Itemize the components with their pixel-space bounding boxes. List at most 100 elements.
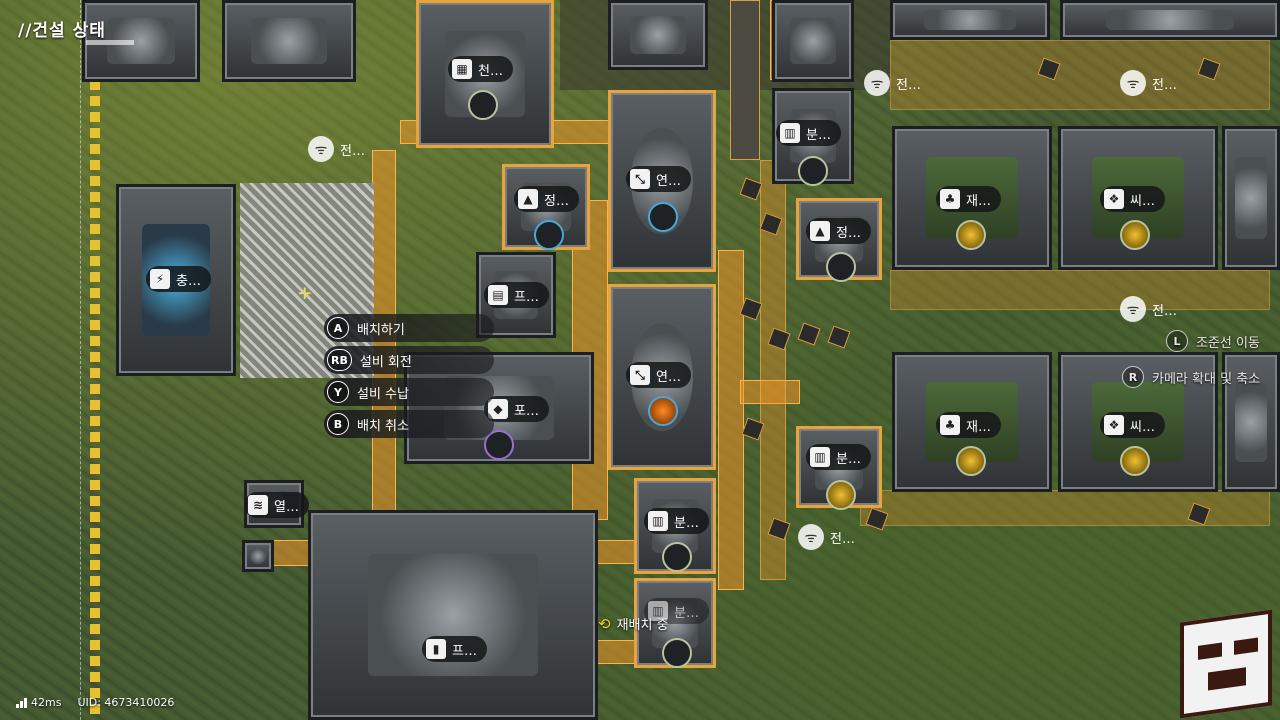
machine-label: ▥ 분… bbox=[776, 120, 841, 146]
relay-tower[interactable]: ᯤ 전… bbox=[798, 524, 855, 550]
heater-icon: ≋ bbox=[248, 495, 268, 515]
signal-bars-icon bbox=[16, 697, 27, 708]
relocate-icon: ⟲ bbox=[598, 614, 611, 633]
refiner-icon: ▲ bbox=[810, 221, 830, 241]
item-slot[interactable] bbox=[956, 446, 986, 476]
machine-label: ◆ 포… bbox=[484, 396, 549, 422]
conveyor-belt[interactable] bbox=[596, 540, 636, 564]
conveyor-belt[interactable] bbox=[718, 250, 744, 590]
seed-icon: ❖ bbox=[1104, 189, 1124, 209]
character-mascot-icon bbox=[1180, 609, 1272, 719]
printer-icon: ▮ bbox=[426, 639, 446, 659]
relay-tower[interactable]: ᯤ 전… bbox=[308, 136, 365, 162]
gamepad-b-button: B bbox=[327, 413, 349, 435]
machine-label: ♣ 재… bbox=[936, 186, 1001, 212]
planter-icon: ♣ bbox=[940, 189, 960, 209]
item-slot[interactable] bbox=[826, 252, 856, 282]
item-slot[interactable] bbox=[956, 220, 986, 250]
machine-label: ⤡ 연… bbox=[626, 362, 691, 388]
title-underline bbox=[86, 40, 134, 45]
conveyor-belt[interactable] bbox=[730, 0, 760, 160]
machine-farm-edge-2[interactable] bbox=[1222, 352, 1280, 492]
machine-label: ≋ 열… bbox=[244, 492, 309, 518]
relay-tower-icon: ᯤ bbox=[798, 524, 824, 550]
item-slot[interactable] bbox=[826, 480, 856, 510]
item-slot[interactable] bbox=[662, 542, 692, 572]
camera-hint-zoom: R 카메라 확대 및 축소 bbox=[1122, 366, 1260, 388]
hazard-stripe bbox=[90, 0, 100, 720]
grid-line bbox=[80, 0, 81, 720]
planter-icon: ♣ bbox=[940, 415, 960, 435]
item-slot[interactable] bbox=[468, 90, 498, 120]
user-uid: UID: 4673410026 bbox=[77, 696, 175, 709]
seed-icon: ❖ bbox=[1104, 415, 1124, 435]
camera-hint-move: L 조준선 이동 bbox=[1166, 330, 1260, 352]
machine-label: ♣ 재… bbox=[936, 412, 1001, 438]
machine-label: ▲ 정… bbox=[514, 186, 579, 212]
placement-preview-area[interactable] bbox=[240, 183, 374, 378]
machine-printer-big[interactable] bbox=[308, 510, 598, 720]
machine-top-far-right-2[interactable] bbox=[1060, 0, 1280, 40]
relay-tower-icon: ᯤ bbox=[864, 70, 890, 96]
relay-tower-icon: ᯤ bbox=[1120, 70, 1146, 96]
item-slot[interactable] bbox=[648, 202, 678, 232]
machine-top-dark[interactable] bbox=[608, 0, 708, 70]
refiner-icon: ▲ bbox=[518, 189, 538, 209]
item-slot[interactable] bbox=[798, 156, 828, 186]
machine-icon: ▦ bbox=[452, 59, 472, 79]
rotate-action[interactable]: RB 설비 회전 bbox=[324, 346, 494, 374]
item-slot[interactable] bbox=[1120, 220, 1150, 250]
machine-label: ▮ 프… bbox=[422, 636, 487, 662]
gamepad-rb-button: RB bbox=[327, 349, 352, 371]
machine-label: ▥ 분… bbox=[806, 444, 871, 470]
machine-label: ▥ 분… bbox=[644, 508, 709, 534]
gamepad-r-stick: R bbox=[1122, 366, 1144, 388]
build-mode-title: //건설 상태 bbox=[18, 21, 106, 41]
relay-tower[interactable]: ᯤ 전… bbox=[864, 70, 921, 96]
item-slot[interactable] bbox=[534, 220, 564, 250]
machine-label: ❖ 씨… bbox=[1100, 186, 1165, 212]
item-slot[interactable] bbox=[484, 430, 514, 460]
machine-label: ❖ 씨… bbox=[1100, 412, 1165, 438]
relocating-status: ⟲ 재배치 중 bbox=[598, 614, 669, 634]
grinder-icon: ⤡ bbox=[630, 365, 650, 385]
conveyor-belt[interactable] bbox=[596, 640, 636, 664]
conveyor-item bbox=[827, 325, 851, 349]
conveyor-belt[interactable] bbox=[740, 380, 800, 404]
machine-top-left-2[interactable] bbox=[222, 0, 356, 82]
splitter-icon: ▥ bbox=[648, 601, 668, 621]
splitter-icon: ▥ bbox=[810, 447, 830, 467]
gamepad-a-button: A bbox=[327, 317, 349, 339]
grinder-icon: ⤡ bbox=[630, 169, 650, 189]
item-slot[interactable] bbox=[1120, 446, 1150, 476]
gamepad-l-stick: L bbox=[1166, 330, 1188, 352]
relay-tower-icon: ᯤ bbox=[308, 136, 334, 162]
machine-label: ▦ 천… bbox=[448, 56, 513, 82]
printer-icon: ▤ bbox=[488, 285, 508, 305]
place-action[interactable]: A 배치하기 bbox=[324, 314, 494, 342]
gamepad-y-button: Y bbox=[327, 381, 349, 403]
relay-tower[interactable]: ᯤ 전… bbox=[1120, 70, 1177, 96]
item-slot[interactable] bbox=[662, 638, 692, 668]
battery-icon: ⚡ bbox=[150, 269, 170, 289]
machine-farm-edge-1[interactable] bbox=[1222, 126, 1280, 270]
machine-top-far-right-1[interactable] bbox=[890, 0, 1050, 40]
machine-gauge[interactable] bbox=[242, 540, 274, 572]
machine-label: ▥ 분… bbox=[644, 598, 709, 624]
splitter-icon: ▥ bbox=[648, 511, 668, 531]
conveyor-belt[interactable] bbox=[270, 540, 310, 566]
conveyor-belt[interactable] bbox=[890, 270, 1270, 310]
placement-context-menu: A 배치하기 RB 설비 회전 Y 설비 수납 B 배치 취소 bbox=[324, 314, 494, 442]
machine-top-right-small[interactable] bbox=[772, 0, 854, 82]
machine-label: ⤡ 연… bbox=[626, 166, 691, 192]
machine-label: ▲ 정… bbox=[806, 218, 871, 244]
store-action[interactable]: Y 설비 수납 bbox=[324, 378, 494, 406]
relay-tower-icon: ᯤ bbox=[1120, 296, 1146, 322]
machine-label: ▤ 프… bbox=[484, 282, 549, 308]
item-slot[interactable] bbox=[648, 396, 678, 426]
relay-tower[interactable]: ᯤ 전… bbox=[1120, 296, 1177, 322]
ping-indicator: 42ms bbox=[16, 696, 61, 709]
packer-icon: ◆ bbox=[488, 399, 508, 419]
cancel-action[interactable]: B 배치 취소 bbox=[324, 410, 494, 438]
